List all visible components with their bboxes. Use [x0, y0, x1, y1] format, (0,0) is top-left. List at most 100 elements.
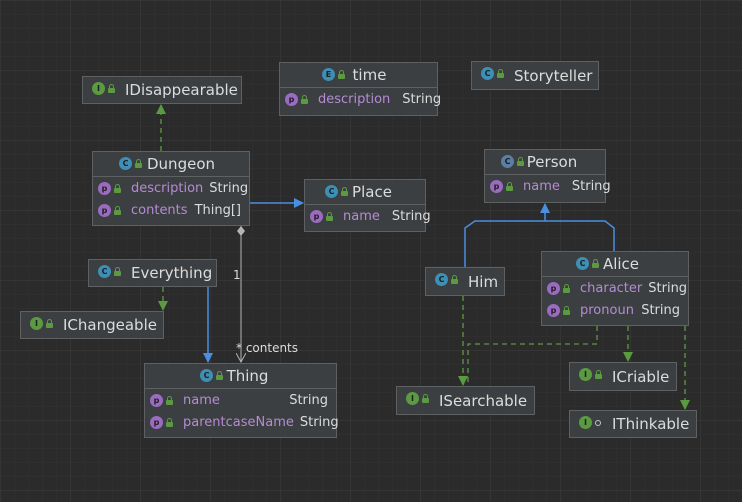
field-name: contents [131, 202, 188, 218]
field-row[interactable]: p description String [280, 88, 441, 110]
class-name: IDisappearable [125, 81, 238, 99]
field-row[interactable]: p description String [93, 177, 249, 199]
class-name: time [352, 66, 387, 84]
field-name: parentcaseName [183, 414, 294, 430]
field-type: Thing[] [194, 202, 241, 218]
field-type: String [648, 280, 688, 296]
lock-icon [326, 212, 333, 221]
interface-icon: I [579, 416, 592, 429]
class-ichangeable[interactable]: I IChangeable [20, 311, 164, 339]
class-everything[interactable]: C Everything [88, 259, 217, 287]
package-private-icon [595, 419, 601, 426]
lock-icon [497, 69, 504, 78]
class-name: Place [352, 183, 392, 201]
lock-icon [563, 284, 570, 293]
class-icon: C [200, 369, 213, 382]
class-place[interactable]: C Place p name String [304, 179, 431, 232]
field-row[interactable]: p character String [542, 277, 688, 299]
class-him[interactable]: C Him [425, 267, 505, 296]
class-name: Him [468, 272, 499, 291]
lock-icon [135, 159, 142, 168]
class-storyteller[interactable]: C Storyteller [471, 61, 599, 90]
lock-icon [595, 370, 602, 379]
class-dungeon[interactable]: C Dungeon p description String p content… [92, 151, 250, 226]
class-thing[interactable]: C Thing p name String p parentcaseName S… [144, 363, 339, 438]
property-icon: p [285, 93, 298, 106]
enum-icon: E [322, 68, 335, 81]
lock-icon [563, 306, 570, 315]
property-icon: p [150, 394, 163, 407]
lock-icon [46, 319, 53, 328]
lock-icon [506, 182, 513, 191]
multiplicity-target-label: * contents [236, 341, 299, 355]
lock-icon [108, 84, 115, 93]
lock-icon [517, 157, 524, 166]
field-name: description [318, 91, 391, 107]
class-isearchable[interactable]: I ISearchable [396, 386, 535, 415]
class-alice[interactable]: C Alice p character String p pronoun Str… [541, 251, 689, 326]
class-icon: C [481, 67, 494, 80]
field-name: name [183, 392, 220, 408]
class-name: IChangeable [63, 316, 157, 334]
field-type: String [391, 208, 431, 224]
class-name: ISearchable [439, 391, 528, 410]
interface-icon: I [92, 82, 105, 95]
class-icon: C [325, 185, 338, 198]
field-row[interactable]: p contents Thing[] [93, 199, 249, 221]
field-name: description [131, 180, 204, 196]
lock-icon [114, 267, 121, 276]
field-row[interactable]: p pronoun String [542, 299, 688, 321]
class-name: ICriable [612, 367, 670, 386]
property-icon: p [547, 304, 560, 317]
class-name: Dungeon [147, 155, 215, 173]
property-icon: p [98, 204, 111, 217]
property-icon: p [150, 416, 163, 429]
class-name: Thing [226, 367, 269, 385]
edge-him-person [464, 203, 550, 267]
lock-icon [114, 184, 121, 193]
field-name: name [343, 208, 380, 224]
field-row[interactable]: p name String [485, 175, 611, 197]
lock-icon [341, 187, 348, 196]
class-name: Storyteller [514, 66, 593, 85]
field-type: String [209, 180, 249, 196]
class-icon: C [98, 265, 111, 278]
class-icon: C [119, 157, 132, 170]
property-icon: p [547, 282, 560, 295]
field-row[interactable]: p parentcaseName String [145, 411, 339, 433]
lock-icon [592, 259, 599, 268]
class-icon: C [576, 257, 589, 270]
interface-icon: I [406, 392, 419, 405]
field-name: name [523, 178, 560, 194]
class-icon: C [435, 273, 448, 286]
class-person[interactable]: C Person p name String [484, 149, 611, 203]
property-icon: p [98, 182, 111, 195]
lock-icon [114, 206, 121, 215]
field-type: String [641, 302, 680, 318]
lock-icon [166, 396, 173, 405]
lock-icon [338, 70, 345, 79]
class-name: IThinkable [612, 415, 690, 433]
field-type: String [289, 392, 328, 408]
field-row[interactable]: p name String [145, 389, 336, 411]
abstract-class-icon: C [501, 155, 514, 168]
class-idisappearable[interactable]: I IDisappearable [82, 76, 242, 104]
enum-time[interactable]: E time p description String [279, 62, 441, 116]
class-name: Person [526, 153, 578, 171]
field-row[interactable]: p name String [305, 205, 431, 227]
class-name: Everything [131, 264, 213, 282]
class-ithinkable[interactable]: I IThinkable [569, 410, 697, 438]
field-name: pronoun [580, 302, 634, 318]
property-icon: p [310, 210, 323, 223]
field-type: String [299, 414, 339, 430]
edge-alice-isearchable [467, 326, 598, 385]
class-icriable[interactable]: I ICriable [569, 362, 677, 391]
property-icon: p [490, 180, 503, 193]
field-name: character [580, 280, 643, 296]
lock-icon [216, 371, 223, 380]
interface-icon: I [30, 317, 43, 330]
edge-alice-person [545, 220, 615, 251]
field-type: String [402, 91, 442, 107]
class-name: Alice [602, 255, 640, 273]
